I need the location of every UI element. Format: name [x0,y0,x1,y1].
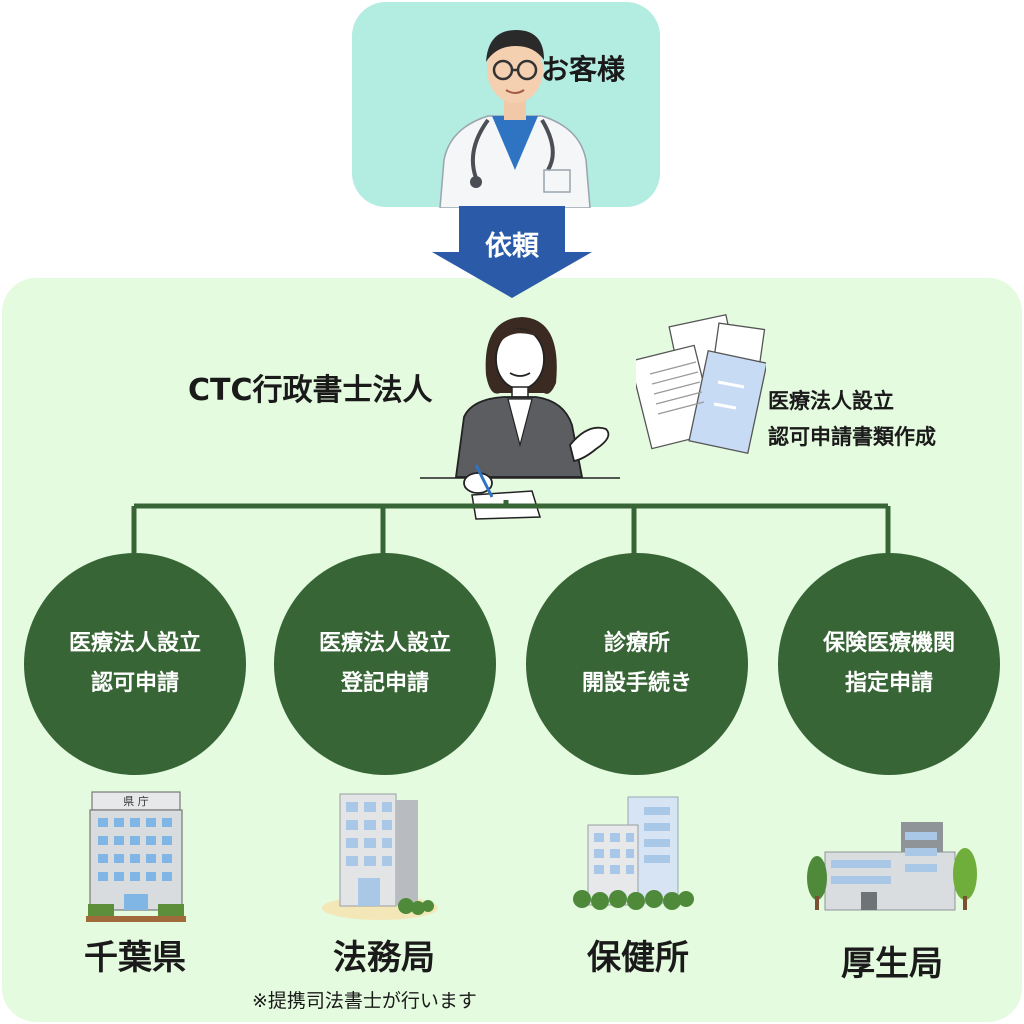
building-label-legal-bureau: 法務局 [333,938,435,978]
request-arrow-label: 依頼 [485,231,539,262]
firm-label: CTC行政書士法人 [188,373,433,408]
welfare-bureau-building-icon [807,822,977,911]
service-1-line1: 医療法人設立 [68,631,201,656]
building-label-health-center: 保健所 [587,938,689,978]
customer-label: お客様 [541,53,626,86]
health-center-building-icon [573,796,694,910]
service-2-line2: 登記申請 [340,671,429,696]
documents-icon [636,313,766,455]
documents-label-line2: 認可申請書類作成 [768,425,936,449]
doctor-icon [439,30,591,208]
service-3-line2: 開設手続き [581,671,692,696]
legal-bureau-building-icon [322,793,438,920]
service-3-line1: 診療所 [603,631,670,656]
documents-label-line1: 医療法人設立 [768,389,894,413]
documents-label: 医療法人設立 認可申請書類作成 [768,383,936,455]
service-circle-1: 医療法人設立 認可申請 [24,553,246,775]
service-1-line2: 認可申請 [90,671,179,696]
building-label-chiba: 千葉県 [84,938,186,978]
staff-icon [420,317,620,520]
footnote: ※提携司法書士が行います [252,990,477,1012]
prefecture-sign: 県 庁 [123,794,149,808]
service-4-line2: 指定申請 [844,671,933,696]
prefecture-building-icon: 県 庁 [86,791,186,922]
service-2-line1: 医療法人設立 [318,631,451,656]
service-4-line1: 保険医療機関 [822,631,955,656]
service-circle-3: 診療所 開設手続き [526,553,748,775]
building-label-welfare-bureau: 厚生局 [841,944,943,984]
request-arrow [432,206,592,298]
service-circle-4: 保険医療機関 指定申請 [778,553,1000,775]
service-circle-2: 医療法人設立 登記申請 [274,553,496,775]
